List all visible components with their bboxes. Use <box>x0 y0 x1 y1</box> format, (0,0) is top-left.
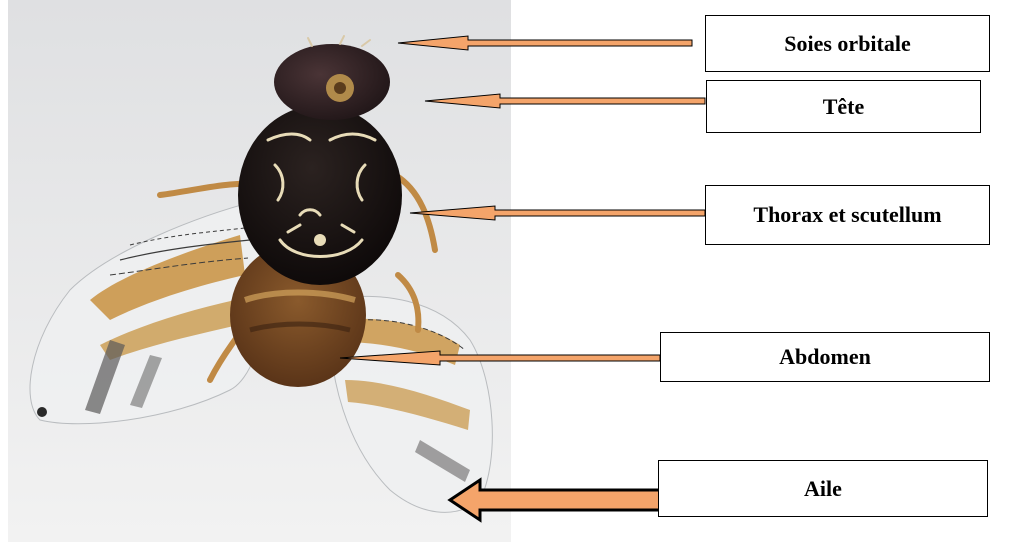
label-tete-text: Tête <box>823 94 865 120</box>
arrow-aile-icon <box>450 480 660 520</box>
label-aile-text: Aile <box>804 476 842 502</box>
label-aile: Aile <box>658 460 988 517</box>
label-tete: Tête <box>706 80 981 133</box>
arrow-tete-icon <box>425 94 705 108</box>
label-thorax-scutellum: Thorax et scutellum <box>705 185 990 245</box>
label-soies-text: Soies orbitale <box>784 31 911 57</box>
arrow-soies-icon <box>398 36 692 50</box>
label-abdomen-text: Abdomen <box>779 344 871 370</box>
label-thorax-text: Thorax et scutellum <box>753 202 941 228</box>
label-abdomen: Abdomen <box>660 332 990 382</box>
arrow-abdomen-icon <box>340 351 660 365</box>
label-soies-orbitale: Soies orbitale <box>705 15 990 72</box>
arrow-thorax-icon <box>410 206 705 220</box>
